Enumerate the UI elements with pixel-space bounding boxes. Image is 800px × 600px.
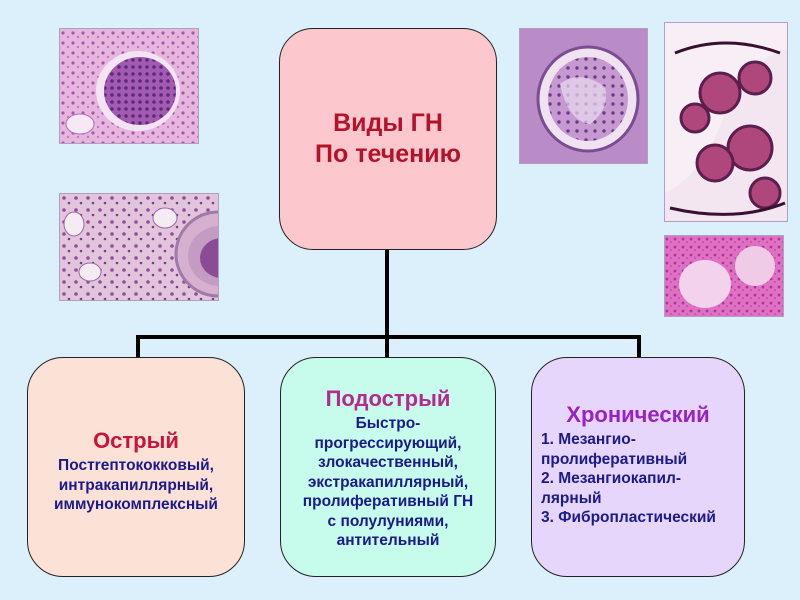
node-subacute-line: пролиферативный ГН (302, 493, 474, 510)
root-node: Виды ГН По течению (279, 28, 497, 250)
node-chronic-line: 1. Мезангио- (541, 431, 636, 448)
node-chronic-line: 2. Мезангиокапил- (541, 470, 681, 487)
root-title: Виды ГН (333, 109, 443, 137)
node-subacute-line: прогрессирующий, (314, 434, 462, 452)
node-acute-line: Постreптококковый, (58, 457, 214, 474)
node-chronic-line: лярный (541, 489, 602, 507)
histology-image-lobular (664, 22, 788, 222)
node-chronic-text: 1. Мезангио- пролиферативный 2. Мезангио… (532, 430, 744, 528)
node-acute-line: иммунокомплексный (54, 496, 218, 513)
node-subacute: Подострый Быстро- прогрессирующий, злока… (280, 357, 496, 577)
root-subtitle: По течению (315, 140, 461, 168)
node-acute: Острый Постreптококковый, интракапиллярн… (27, 357, 245, 577)
node-subacute-line: антительный (336, 532, 440, 549)
histology-image-crescent (59, 193, 219, 301)
node-chronic-line: 3. Фибропластический (541, 509, 716, 526)
node-chronic-line: пролиферативный (541, 450, 688, 468)
node-acute-text: Постreптококковый, интракапиллярный, имм… (28, 456, 244, 515)
node-acute-line: интракапиллярный, (58, 476, 214, 494)
node-acute-title: Острый (93, 428, 179, 453)
histology-image-glomerulus (59, 28, 199, 144)
node-chronic: Хронический 1. Мезангио- пролиферативный… (531, 357, 745, 577)
histology-image-sclerosis (519, 28, 648, 164)
node-chronic-title: Хронический (566, 402, 710, 427)
node-subacute-line: злокачественный, (318, 454, 458, 471)
node-subacute-line: экстракапиллярный, (307, 473, 469, 491)
node-subacute-text: Быстро- прогрессирующий, злокачественный… (281, 414, 495, 551)
node-subacute-title: Подострый (325, 386, 451, 411)
node-subacute-line: Быстро- (355, 415, 421, 432)
histology-image-fibrosis (664, 235, 784, 317)
node-subacute-line: с полулуниями, (327, 512, 449, 530)
